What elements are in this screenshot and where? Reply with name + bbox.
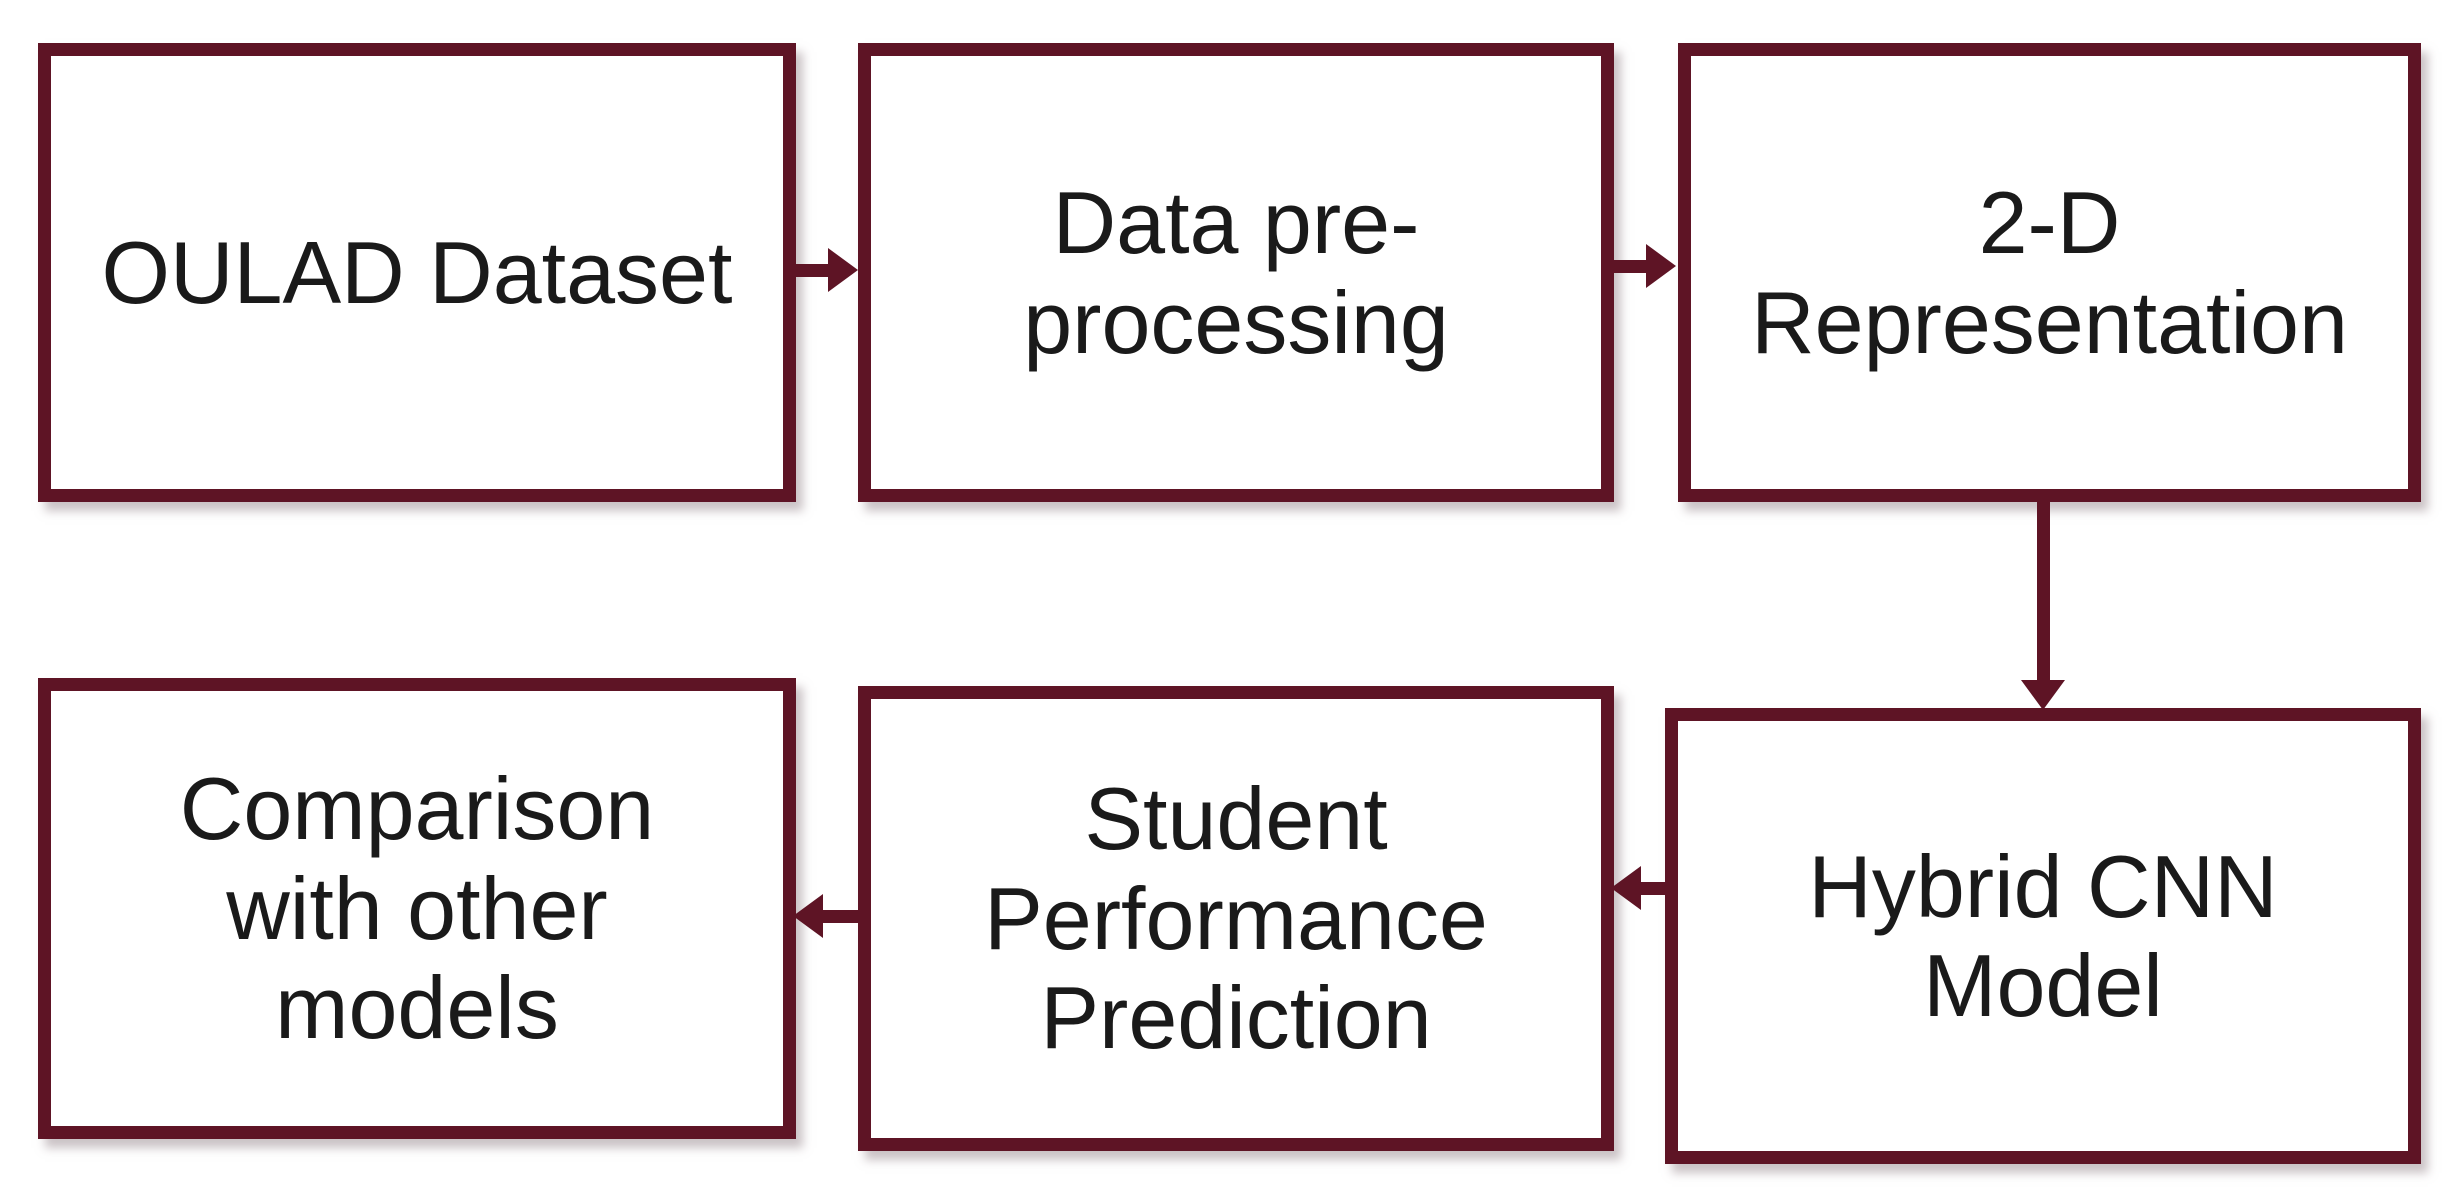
node-label: Comparison with other models	[179, 759, 655, 1058]
node-label: Student Performance Prediction	[984, 769, 1488, 1068]
arrow-shaft	[2037, 498, 2050, 682]
node-data-preprocessing: Data pre- processing	[858, 43, 1614, 502]
arrowhead-down-icon	[2021, 680, 2065, 710]
arrowhead-right-icon	[828, 248, 858, 292]
node-label: Hybrid CNN Model	[1808, 836, 2278, 1035]
node-oulad-dataset: OULAD Dataset	[38, 43, 796, 502]
arrow-shaft	[790, 264, 832, 277]
node-comparison-with-other-models: Comparison with other models	[38, 678, 796, 1139]
arrow-shaft	[1608, 260, 1650, 273]
node-hybrid-cnn-model: Hybrid CNN Model	[1665, 708, 2421, 1164]
arrowhead-right-icon	[1646, 244, 1676, 288]
arrow-shaft	[821, 910, 862, 923]
node-student-performance-prediction: Student Performance Prediction	[858, 686, 1614, 1151]
arrow-shaft	[1639, 882, 1669, 895]
node-label: 2-D Representation	[1751, 173, 2348, 372]
arrowhead-left-icon	[1611, 866, 1641, 910]
arrowhead-left-icon	[793, 894, 823, 938]
node-2d-representation: 2-D Representation	[1678, 43, 2421, 502]
node-label: Data pre- processing	[1023, 173, 1449, 372]
node-label: OULAD Dataset	[101, 222, 733, 322]
